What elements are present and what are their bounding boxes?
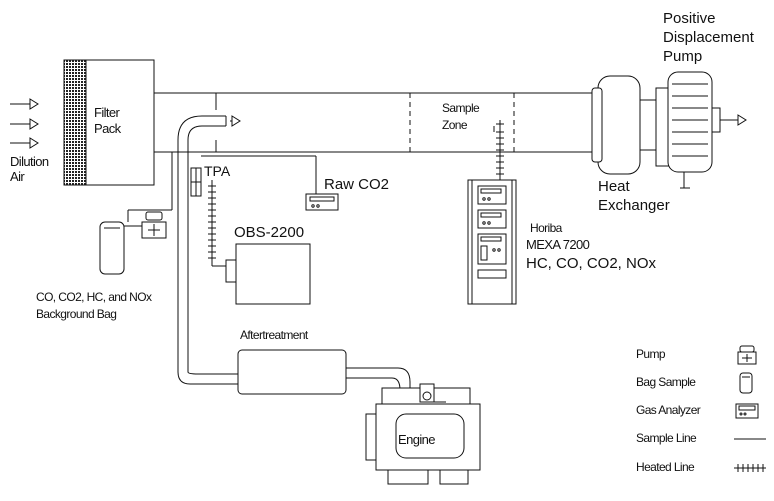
raw-co2-line: [201, 155, 317, 194]
engine-label: Engine: [398, 432, 435, 447]
horiba-label-2: MEXA 7200: [526, 237, 590, 252]
pdp-label-3: Pump: [663, 48, 702, 65]
legend-bag-sample-label: Bag Sample: [636, 375, 696, 389]
dilution-label: Dilution: [10, 154, 49, 169]
heat-exchanger-label: Heat: [598, 178, 631, 195]
dilution-label-2: Air: [10, 169, 25, 184]
pdp-label-2: Displacement: [663, 29, 755, 46]
heated-line-horiba: [493, 120, 504, 180]
exhaust-transfer-pipe: [177, 115, 241, 385]
sample-zone-label-2: Zone: [442, 118, 468, 132]
horiba-label-3: HC, CO, CO2, NOx: [526, 255, 657, 272]
horiba-label: Horiba: [530, 221, 563, 235]
raw-co2-analyzer: [305, 193, 339, 211]
obs-label: OBS-2200: [234, 224, 304, 241]
bag-sample-icon: [739, 372, 753, 394]
aftertreatment-label: Aftertreatment: [240, 328, 309, 342]
dilution-tunnel: [154, 92, 598, 153]
legend-heated-line-label: Heated Line: [636, 460, 695, 474]
engine: [365, 383, 481, 485]
raw-co2-label: Raw CO2: [324, 176, 389, 193]
background-bag-label: CO, CO2, HC, and NOx: [36, 290, 152, 304]
gas-analyzer-icon: [735, 403, 759, 419]
legend-sample-line-label: Sample Line: [636, 431, 697, 445]
legend-pump-label: Pump: [636, 347, 666, 361]
pump-icon: [737, 345, 757, 365]
obs-2200-analyzer: [225, 243, 311, 305]
tpa-unit: [190, 167, 202, 197]
filter-pack: [63, 59, 155, 186]
legend-gas-analyzer-label: Gas Analyzer: [636, 403, 701, 417]
heat-exchanger-label-2: Exchanger: [598, 197, 670, 214]
horiba-mexa-rack: [467, 179, 517, 305]
heated-line-icon: [734, 464, 766, 472]
background-bag-system: [99, 152, 173, 275]
heat-exchanger: [591, 75, 656, 175]
tpa-label: TPA: [204, 163, 231, 179]
heated-line-obs: [208, 180, 234, 267]
pdp-label: Positive: [663, 10, 716, 27]
background-bag-label-2: Background Bag: [36, 307, 116, 321]
positive-displacement-pump: [655, 71, 747, 189]
filter-label: Filter: [94, 105, 121, 120]
dilution-air-arrows: [10, 98, 39, 149]
sample-zone-label: Sample: [442, 101, 480, 115]
legend: Pump Bag Sample Gas Analyzer Sample Line…: [636, 345, 766, 474]
filter-label-2: Pack: [94, 121, 122, 136]
aftertreatment-unit: [237, 349, 411, 395]
